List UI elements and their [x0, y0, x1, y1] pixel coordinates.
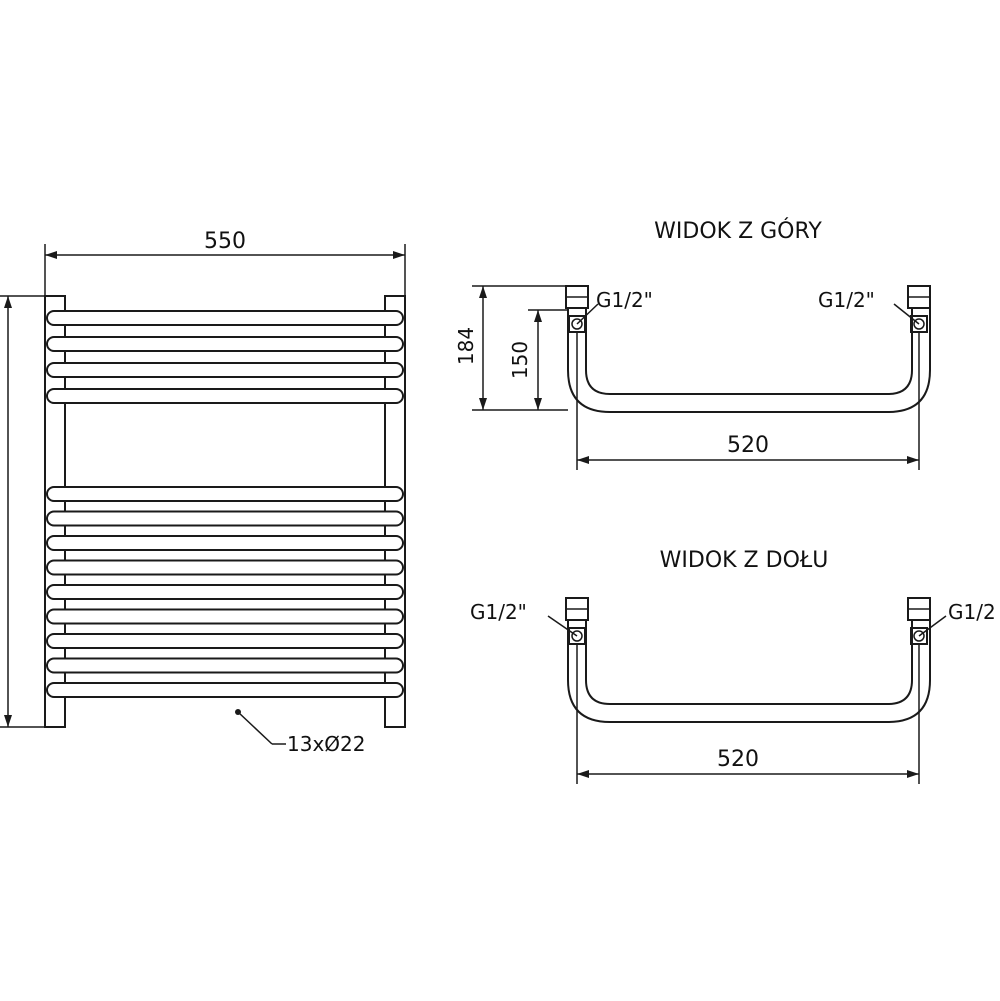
bottom-right-fitting-circle — [913, 630, 925, 642]
bottom-width-label: 520 — [717, 747, 759, 772]
tube-11 — [46, 633, 404, 649]
arrow-up — [4, 296, 12, 308]
front-view: 550 13xØ22 — [0, 229, 406, 756]
bottom-right-leader — [918, 615, 947, 637]
width-dimension-label: 550 — [204, 229, 246, 254]
top-left-fitting-circle — [571, 318, 583, 330]
tube-7 — [46, 535, 404, 551]
bottom-pipe-inner — [585, 620, 913, 705]
tube-leader-line — [237, 711, 273, 745]
tube-9 — [46, 584, 404, 600]
top-view: WIDOK Z GÓRY G1/2" G1/2" 184 150 — [454, 218, 931, 470]
top-left-connector-label: G1/2" — [596, 288, 653, 312]
tube-4 — [46, 388, 404, 404]
top-view-title: WIDOK Z GÓRY — [654, 218, 822, 244]
dim184-arrow-bottom — [479, 398, 487, 410]
top-width-label: 520 — [727, 433, 769, 458]
dim150-arrow-bottom — [534, 398, 542, 410]
depth-outer-label: 184 — [454, 327, 478, 365]
top-pipe-outer — [567, 308, 931, 413]
arrow-right — [393, 251, 405, 259]
tube-12 — [46, 657, 404, 674]
dim520-top-arrow-left — [577, 456, 589, 464]
tube-6 — [46, 510, 404, 527]
tube-group — [46, 310, 404, 698]
bottom-left-fitting-circle — [571, 630, 583, 642]
tube-leader-dot — [235, 709, 241, 715]
top-right-fitting-circle — [913, 318, 925, 330]
top-pipe-inner — [585, 308, 913, 395]
bottom-view-title: WIDOK Z DOŁU — [660, 548, 829, 573]
tube-13 — [46, 682, 404, 698]
tube-8 — [46, 559, 404, 576]
bottom-pipe-outer — [567, 620, 931, 723]
dim520-bottom-arrow-right — [907, 770, 919, 778]
tube-1 — [46, 310, 404, 326]
dim150-arrow-top — [534, 310, 542, 322]
dim184-arrow-top — [479, 286, 487, 298]
top-right-leader — [893, 303, 920, 325]
arrow-left — [45, 251, 57, 259]
tube-3 — [46, 362, 404, 378]
bottom-left-connector-label: G1/2" — [470, 600, 527, 624]
tube-5 — [46, 486, 404, 502]
top-left-leader — [576, 303, 599, 325]
bottom-right-connector-label: G1/2 — [948, 600, 996, 624]
bottom-view: WIDOK Z DOŁU G1/2" G1/2 520 — [470, 548, 996, 784]
bottom-left-leader — [547, 615, 578, 637]
tube-2 — [46, 336, 404, 352]
tube-10 — [46, 608, 404, 625]
arrow-down — [4, 715, 12, 727]
dim520-bottom-arrow-left — [577, 770, 589, 778]
tube-count-label: 13xØ22 — [287, 732, 365, 756]
dim520-top-arrow-right — [907, 456, 919, 464]
depth-inner-label: 150 — [508, 341, 532, 379]
top-right-connector-label: G1/2" — [818, 288, 875, 312]
